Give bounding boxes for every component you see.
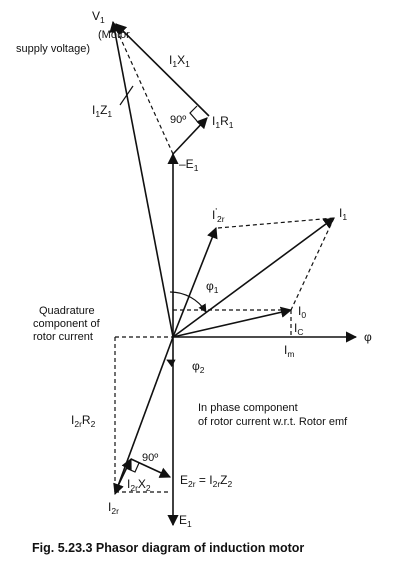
e1-label: E1 [179, 513, 192, 529]
i1-phasor [172, 217, 335, 338]
quadrature-label-1: Quadrature [39, 305, 95, 317]
phi-label: φ [364, 330, 372, 344]
i0-phasor [172, 306, 293, 338]
right-angle-bottom [125, 462, 140, 473]
phi2-arc [166, 359, 176, 368]
right-angle-top [189, 105, 198, 122]
i0-label: I0 [298, 304, 306, 320]
v1-label: V1 [92, 9, 105, 25]
i1z1-phasor [114, 25, 174, 155]
i1z1-pointer [119, 85, 134, 106]
i2rx2-label: I2rX2 [127, 477, 151, 493]
parallelogram-right [290, 217, 335, 311]
e2r-equation-label: E2r = I2rZ2 [180, 473, 233, 489]
angle-90-top-label: 90º [170, 114, 186, 126]
angle-90-bottom-label: 90º [142, 452, 158, 464]
parallelogram-top [217, 217, 335, 229]
ic-label: IC [294, 321, 303, 337]
v1-phasor [109, 20, 174, 338]
quadrature-label-3: rotor current [33, 331, 93, 343]
inphase-label-2: of rotor current w.r.t. Rotor emf [198, 416, 348, 428]
i1x1-phasor [115, 23, 210, 117]
neg-e1-label: –E1 [179, 157, 199, 173]
i1r1-label: I1R1 [212, 114, 234, 130]
figure-caption: Fig. 5.23.3 Phasor diagram of induction … [32, 541, 304, 555]
i1-label: I1 [339, 206, 347, 222]
i1x1-label: I1X1 [169, 53, 190, 69]
quadrature-label-2: component of [33, 318, 101, 330]
i2rr2-label: I2rR2 [71, 413, 96, 429]
im-label: Im [284, 343, 294, 359]
i2r-bottom-label: I2r [108, 500, 119, 516]
motor-supply-label-1: (Motor [98, 29, 130, 41]
phi1-arc [169, 291, 207, 313]
i2rx2-phasor [130, 458, 172, 478]
i2r-prime-label: I'2r [212, 206, 225, 224]
motor-supply-label-2: supply voltage) [16, 43, 90, 55]
i1r1-phasor [172, 117, 208, 155]
i2rr2-phasor [114, 457, 132, 493]
phi1-label: φ1 [206, 279, 219, 295]
i2r-prime-phasor [172, 226, 218, 338]
phi2-label: φ2 [192, 359, 205, 375]
inphase-label-1: In phase component [198, 402, 298, 414]
i2r-phasor [113, 336, 174, 496]
i1z1-label: I1Z1 [92, 103, 112, 119]
